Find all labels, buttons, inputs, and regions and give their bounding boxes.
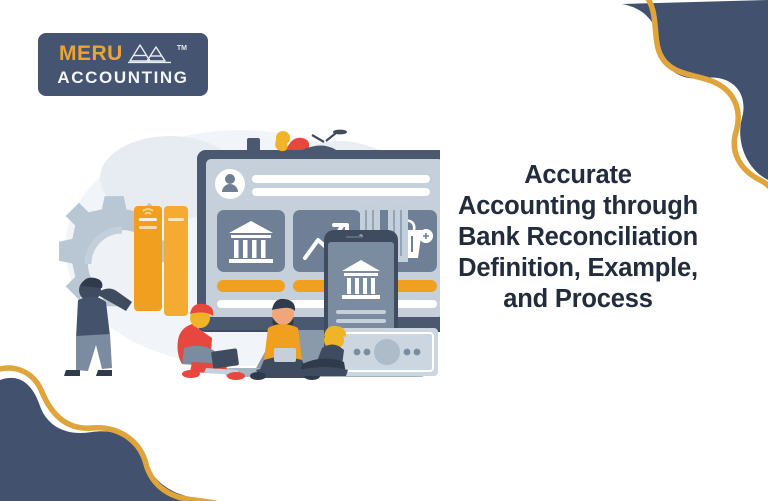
- bottom-left-gold-curve: [0, 365, 219, 501]
- trademark-symbol: TM: [176, 45, 187, 52]
- credit-cards: [134, 206, 188, 316]
- logo-brand-secondary: ACCOUNTING: [57, 68, 189, 87]
- top-right-blob: [622, 0, 768, 180]
- headline-line-5: and Process: [503, 285, 653, 313]
- person-lounging: [296, 325, 348, 376]
- headline-line-1: Accurate: [524, 161, 632, 189]
- banknote: [336, 328, 438, 376]
- person-sitting-red: [177, 303, 245, 380]
- logo-top-row: MERU TM: [59, 43, 187, 67]
- person-standing: [64, 277, 132, 376]
- headline-line-3: Bank Reconciliation: [458, 223, 698, 251]
- mountain-peaks-icon: [127, 42, 173, 69]
- logo[interactable]: MERU TM ACCOUNTING: [38, 33, 208, 96]
- logo-brand-primary: MERU: [59, 42, 123, 65]
- headline-line-2: Accounting through: [457, 192, 699, 220]
- phone-bank-icon: [342, 260, 380, 299]
- page-title: Accurate Accounting through Bank Reconci…: [404, 160, 752, 315]
- headline-line-4: Definition, Example,: [458, 254, 698, 282]
- bottom-left-blob: [0, 377, 210, 501]
- person-lying-on-monitor: [247, 129, 347, 152]
- bank-building-icon: [229, 221, 273, 263]
- hero-illustration: [40, 118, 440, 383]
- profile-row: [215, 169, 430, 199]
